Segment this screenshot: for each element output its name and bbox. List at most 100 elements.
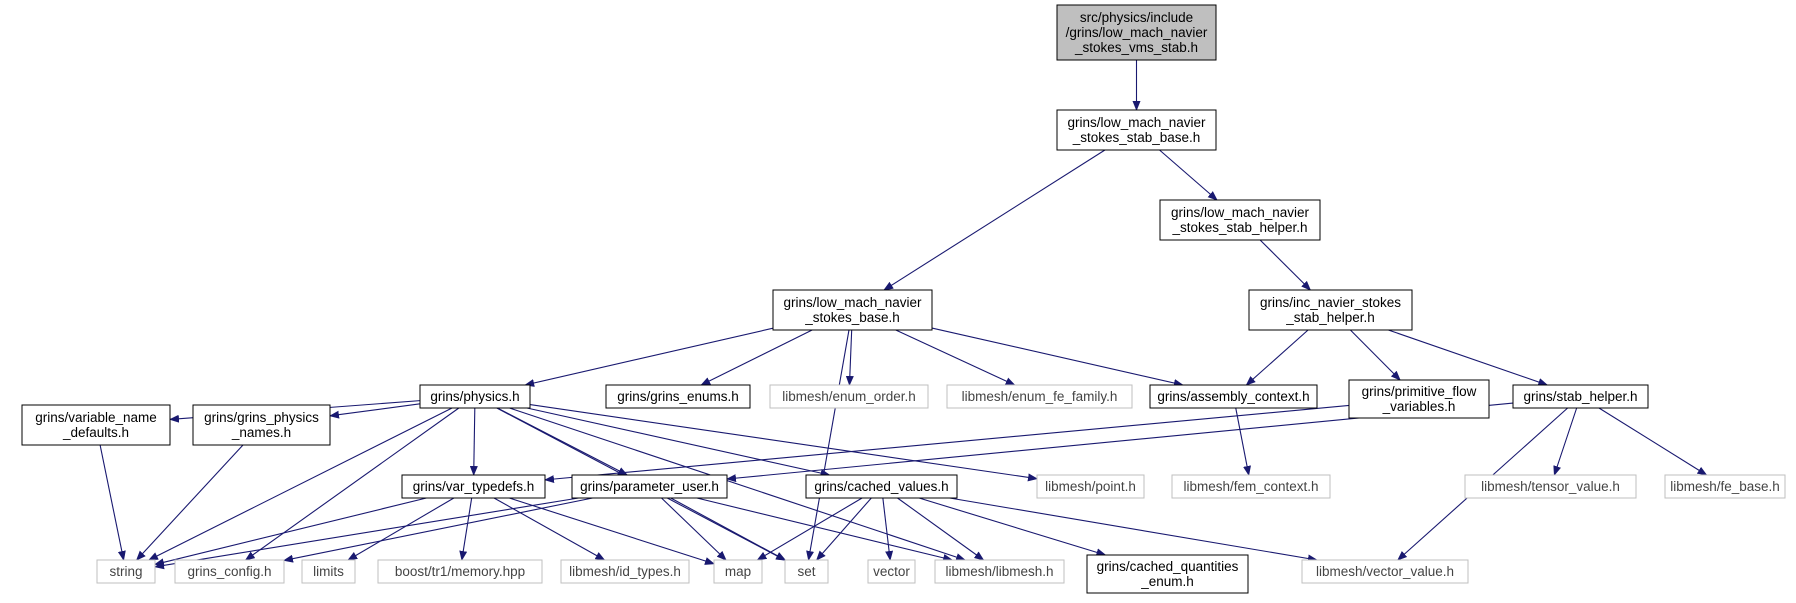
node-label: set	[797, 564, 815, 579]
node-label: string	[109, 564, 142, 579]
node-label: grins/low_mach_navier	[783, 295, 922, 310]
node-box	[1301, 559, 1469, 584]
node-box	[605, 384, 751, 409]
node-box	[1056, 109, 1217, 151]
node-label: grins/parameter_user.h	[580, 479, 719, 494]
node-label: _stab_helper.h	[1285, 310, 1375, 325]
edge-stab_base-to-lm_base	[883, 149, 1106, 291]
edge-variable_name_defaults-to-string	[99, 444, 126, 561]
node-box	[769, 384, 929, 409]
node-cached_values[interactable]: grins/cached_values.h	[805, 474, 958, 499]
node-box	[867, 559, 916, 584]
edge-physics-to-grins_physics_names	[329, 403, 421, 419]
edge-cached_values-to-cached_quantities_enum	[918, 497, 1107, 557]
node-stab_helper_lm[interactable]: grins/low_mach_navier_stokes_stab_helper…	[1159, 199, 1321, 241]
node-fem_context: libmesh/fem_context.h	[1171, 474, 1331, 499]
node-cached_quantities_enum[interactable]: grins/cached_quantities_enum.h	[1086, 554, 1249, 594]
node-box	[301, 559, 356, 584]
edge-inc_helper-to-stab_helper	[1388, 329, 1549, 386]
node-box	[1512, 384, 1649, 409]
node-label: boost/tr1/memory.hpp	[395, 564, 525, 579]
node-boost_memory: boost/tr1/memory.hpp	[377, 559, 543, 584]
edge-parameter_user-to-string	[154, 497, 579, 570]
node-inc_helper[interactable]: grins/inc_navier_stokes_stab_helper.h	[1248, 289, 1413, 331]
node-stab_base[interactable]: grins/low_mach_navier_stokes_stab_base.h	[1056, 109, 1217, 151]
edge-lm_base-to-physics	[524, 327, 774, 387]
node-box	[560, 559, 690, 584]
node-label: _defaults.h	[62, 425, 129, 440]
node-grins_enums[interactable]: grins/grins_enums.h	[605, 384, 751, 409]
node-label: grins_config.h	[187, 564, 271, 579]
node-box	[1248, 289, 1413, 331]
node-label: grins/inc_navier_stokes	[1260, 295, 1401, 310]
edge-lm_base-to-enum_order	[845, 329, 854, 386]
edge-stab_helper_lm-to-inc_helper	[1259, 239, 1312, 291]
edge-lm_base-to-enum_fe_family	[895, 329, 1016, 386]
node-label: limits	[313, 564, 344, 579]
node-vector: vector	[867, 559, 916, 584]
node-label: libmesh/libmesh.h	[945, 564, 1053, 579]
edge-cached_values-to-libmesh	[897, 497, 985, 561]
node-map: map	[713, 559, 763, 584]
edge-stab_base-to-stab_helper_lm	[1159, 149, 1218, 201]
node-label: grins/low_mach_navier	[1067, 115, 1206, 130]
node-label: libmesh/tensor_value.h	[1481, 479, 1620, 494]
node-label: grins/cached_values.h	[814, 479, 948, 494]
node-stab_helper[interactable]: grins/stab_helper.h	[1512, 384, 1649, 409]
node-label: grins/physics.h	[430, 389, 519, 404]
edge-physics-to-grins_config	[244, 407, 460, 561]
edge-cached_values-to-set	[815, 497, 872, 561]
node-label: _names.h	[231, 425, 291, 440]
edge-parameter_user-to-grins_config	[283, 497, 593, 563]
node-box	[174, 559, 285, 584]
node-label: grins/stab_helper.h	[1523, 389, 1637, 404]
node-assembly_context[interactable]: grins/assembly_context.h	[1149, 384, 1318, 409]
node-box	[1348, 379, 1490, 419]
node-box	[1056, 4, 1217, 61]
node-label: grins/var_typedefs.h	[413, 479, 535, 494]
node-label: _variables.h	[1382, 399, 1456, 414]
node-box	[1149, 384, 1318, 409]
edge-physics-to-cached_values	[526, 407, 831, 477]
node-label: vector	[873, 564, 910, 579]
node-set: set	[784, 559, 829, 584]
node-label: src/physics/include	[1080, 10, 1193, 25]
node-label: libmesh/id_types.h	[569, 564, 681, 579]
node-label: grins/primitive_flow	[1362, 384, 1477, 399]
node-label: _stokes_stab_base.h	[1072, 130, 1201, 145]
node-parameter_user[interactable]: grins/parameter_user.h	[571, 474, 728, 499]
node-lm_base[interactable]: grins/low_mach_navier_stokes_base.h	[772, 289, 933, 331]
edge-lm_base-to-set	[806, 329, 850, 561]
node-primitive_flow[interactable]: grins/primitive_flow_variables.h	[1348, 379, 1490, 419]
node-box	[805, 474, 958, 499]
node-enum_order: libmesh/enum_order.h	[769, 384, 929, 409]
node-label: libmesh/point.h	[1045, 479, 1136, 494]
edge-assembly_context-to-fem_context	[1235, 407, 1251, 476]
node-box	[21, 404, 171, 446]
node-box	[946, 384, 1133, 409]
node-physics[interactable]: grins/physics.h	[419, 384, 531, 409]
edge-var_typedefs-to-string	[154, 497, 427, 567]
node-var_typedefs[interactable]: grins/var_typedefs.h	[401, 474, 546, 499]
node-label: _stokes_stab_helper.h	[1171, 220, 1307, 235]
node-box	[1159, 199, 1321, 241]
edge-lm_base-to-assembly_context	[931, 327, 1184, 387]
edge-lm_base-to-grins_enums	[700, 329, 813, 386]
node-fe_base: libmesh/fe_base.h	[1664, 474, 1786, 499]
node-id_types: libmesh/id_types.h	[560, 559, 690, 584]
edge-stab_helper-to-fe_base	[1598, 407, 1708, 476]
node-root[interactable]: src/physics/include/grins/low_mach_navie…	[1056, 4, 1217, 61]
node-box	[1086, 554, 1249, 594]
node-grins_physics_names[interactable]: grins/grins_physics_names.h	[192, 404, 331, 446]
node-box	[192, 404, 331, 446]
node-variable_name_defaults[interactable]: grins/variable_name_defaults.h	[21, 404, 171, 446]
edge-grins_physics_names-to-string	[135, 444, 244, 561]
node-box	[1464, 474, 1637, 499]
edge-cached_values-to-vector	[882, 497, 894, 561]
node-grins_config: grins_config.h	[174, 559, 285, 584]
edge-physics-to-var_typedefs	[469, 407, 478, 476]
edge-parameter_user-to-libmesh	[696, 497, 954, 562]
node-label: grins/variable_name	[35, 410, 157, 425]
node-limits: limits	[301, 559, 356, 584]
node-label: libmesh/fem_context.h	[1183, 479, 1318, 494]
